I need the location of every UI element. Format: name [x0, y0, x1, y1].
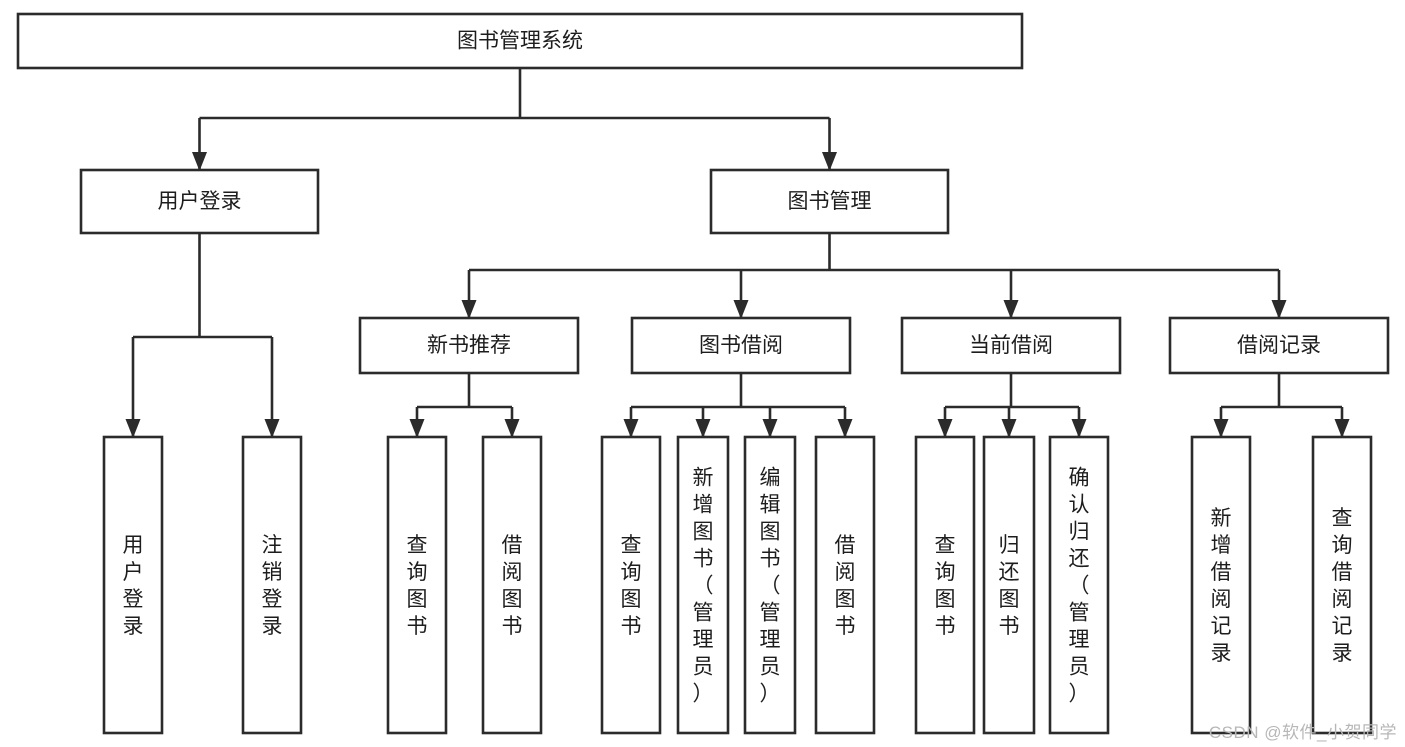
node-new-book-rec-box[interactable]: [358, 316, 580, 375]
arrow-head-icon: [1001, 419, 1017, 438]
node-borrow-record[interactable]: 借阅记录: [1168, 316, 1390, 375]
edge-group-book-borrow: [623, 373, 853, 438]
node-leaf-query-book-2-box[interactable]: [600, 435, 662, 735]
node-leaf-borrow-book-1-label: 借阅图书: [502, 534, 523, 638]
node-leaf-query-book-2[interactable]: 查询图书: [600, 435, 662, 735]
csdn-watermark: CSDN @软件_小贺同学: [1208, 723, 1397, 742]
node-leaf-borrow-book-2-box[interactable]: [814, 435, 876, 735]
node-new-book-rec[interactable]: 新书推荐: [358, 316, 580, 375]
arrow-head-icon: [504, 419, 520, 438]
node-leaf-add-record-label: 新增借阅记录: [1211, 507, 1232, 665]
arrow-head-icon: [733, 300, 749, 319]
node-leaf-add-book-label: 新增图书（管理员）: [693, 467, 714, 706]
node-leaf-query-book-3-box[interactable]: [914, 435, 976, 735]
arrow-head-icon: [937, 419, 953, 438]
node-leaf-user-logout-label: 注销登录: [262, 534, 283, 638]
node-book-manage-box[interactable]: [709, 168, 950, 235]
arrow-head-icon: [695, 419, 711, 438]
node-leaf-edit-book-box[interactable]: [743, 435, 797, 735]
node-leaf-edit-book[interactable]: 编辑图书（管理员）: [743, 435, 797, 735]
node-current-borrow-label: 当前借阅: [969, 334, 1053, 357]
node-borrow-record-label: 借阅记录: [1237, 334, 1321, 357]
node-leaf-add-record[interactable]: 新增借阅记录: [1190, 435, 1252, 735]
node-leaf-borrow-book-2-label: 借阅图书: [835, 534, 856, 638]
arrow-head-icon: [1071, 419, 1087, 438]
arrow-head-icon: [762, 419, 778, 438]
node-book-borrow-label: 图书借阅: [699, 334, 783, 357]
edge-group-new-book-rec: [409, 373, 520, 438]
node-current-borrow-box[interactable]: [900, 316, 1122, 375]
node-root-system[interactable]: 图书管理系统: [16, 12, 1024, 70]
node-layer: 图书管理系统用户登录图书管理新书推荐图书借阅当前借阅借阅记录用户登录注销登录查询…: [16, 12, 1390, 735]
node-leaf-query-record[interactable]: 查询借阅记录: [1311, 435, 1373, 735]
node-leaf-query-record-box[interactable]: [1311, 435, 1373, 735]
connector-layer: [125, 68, 1350, 438]
node-user-login-label: 用户登录: [158, 190, 242, 213]
node-book-borrow-box[interactable]: [630, 316, 852, 375]
edge-group-root: [192, 68, 837, 171]
node-leaf-borrow-book-1[interactable]: 借阅图书: [481, 435, 543, 735]
node-root-system-box[interactable]: [16, 12, 1024, 70]
node-leaf-return-book-box[interactable]: [982, 435, 1036, 735]
node-leaf-return-book[interactable]: 归还图书: [982, 435, 1036, 735]
node-leaf-add-book[interactable]: 新增图书（管理员）: [676, 435, 730, 735]
arrow-head-icon: [264, 419, 280, 438]
node-leaf-query-book-1[interactable]: 查询图书: [386, 435, 448, 735]
edge-group-book-manage: [461, 233, 1287, 319]
node-leaf-user-login-box[interactable]: [102, 435, 164, 735]
arrow-head-icon: [125, 419, 141, 438]
node-borrow-record-box[interactable]: [1168, 316, 1390, 375]
node-leaf-user-logout[interactable]: 注销登录: [241, 435, 303, 735]
node-book-manage[interactable]: 图书管理: [709, 168, 950, 235]
node-book-manage-label: 图书管理: [788, 190, 872, 213]
arrow-head-icon: [1003, 300, 1019, 319]
node-leaf-query-book-1-label: 查询图书: [407, 534, 428, 638]
edge-group-user-login: [125, 233, 280, 438]
node-leaf-add-book-box[interactable]: [676, 435, 730, 735]
edge-group-borrow-record: [1213, 373, 1350, 438]
node-current-borrow[interactable]: 当前借阅: [900, 316, 1122, 375]
node-leaf-return-book-label: 归还图书: [999, 534, 1020, 638]
arrow-head-icon: [623, 419, 639, 438]
arrow-head-icon: [1213, 419, 1229, 438]
arrow-head-icon: [1271, 300, 1287, 319]
node-user-login-box[interactable]: [79, 168, 320, 235]
node-leaf-query-record-label: 查询借阅记录: [1332, 507, 1353, 665]
node-leaf-confirm-return-box[interactable]: [1048, 435, 1110, 735]
node-leaf-add-record-box[interactable]: [1190, 435, 1252, 735]
node-book-borrow[interactable]: 图书借阅: [630, 316, 852, 375]
node-leaf-user-logout-box[interactable]: [241, 435, 303, 735]
arrow-head-icon: [409, 419, 425, 438]
node-root-system-label: 图书管理系统: [457, 30, 583, 53]
node-leaf-confirm-return-label: 确认归还（管理员）: [1069, 467, 1090, 706]
arrow-head-icon: [461, 300, 477, 319]
node-user-login[interactable]: 用户登录: [79, 168, 320, 235]
arrow-head-icon: [822, 152, 837, 171]
node-leaf-confirm-return[interactable]: 确认归还（管理员）: [1048, 435, 1110, 735]
node-new-book-rec-label: 新书推荐: [427, 334, 511, 357]
node-leaf-user-login-label: 用户登录: [123, 534, 144, 638]
edge-group-current-borrow: [937, 373, 1087, 438]
arrow-head-icon: [837, 419, 853, 438]
node-leaf-borrow-book-2[interactable]: 借阅图书: [814, 435, 876, 735]
node-leaf-query-book-3[interactable]: 查询图书: [914, 435, 976, 735]
node-leaf-borrow-book-1-box[interactable]: [481, 435, 543, 735]
node-leaf-query-book-3-label: 查询图书: [935, 534, 956, 638]
node-leaf-user-login[interactable]: 用户登录: [102, 435, 164, 735]
arrow-head-icon: [192, 152, 207, 171]
arrow-head-icon: [1334, 419, 1350, 438]
node-leaf-edit-book-label: 编辑图书（管理员）: [760, 467, 781, 706]
node-leaf-query-book-2-label: 查询图书: [621, 534, 642, 638]
node-leaf-query-book-1-box[interactable]: [386, 435, 448, 735]
